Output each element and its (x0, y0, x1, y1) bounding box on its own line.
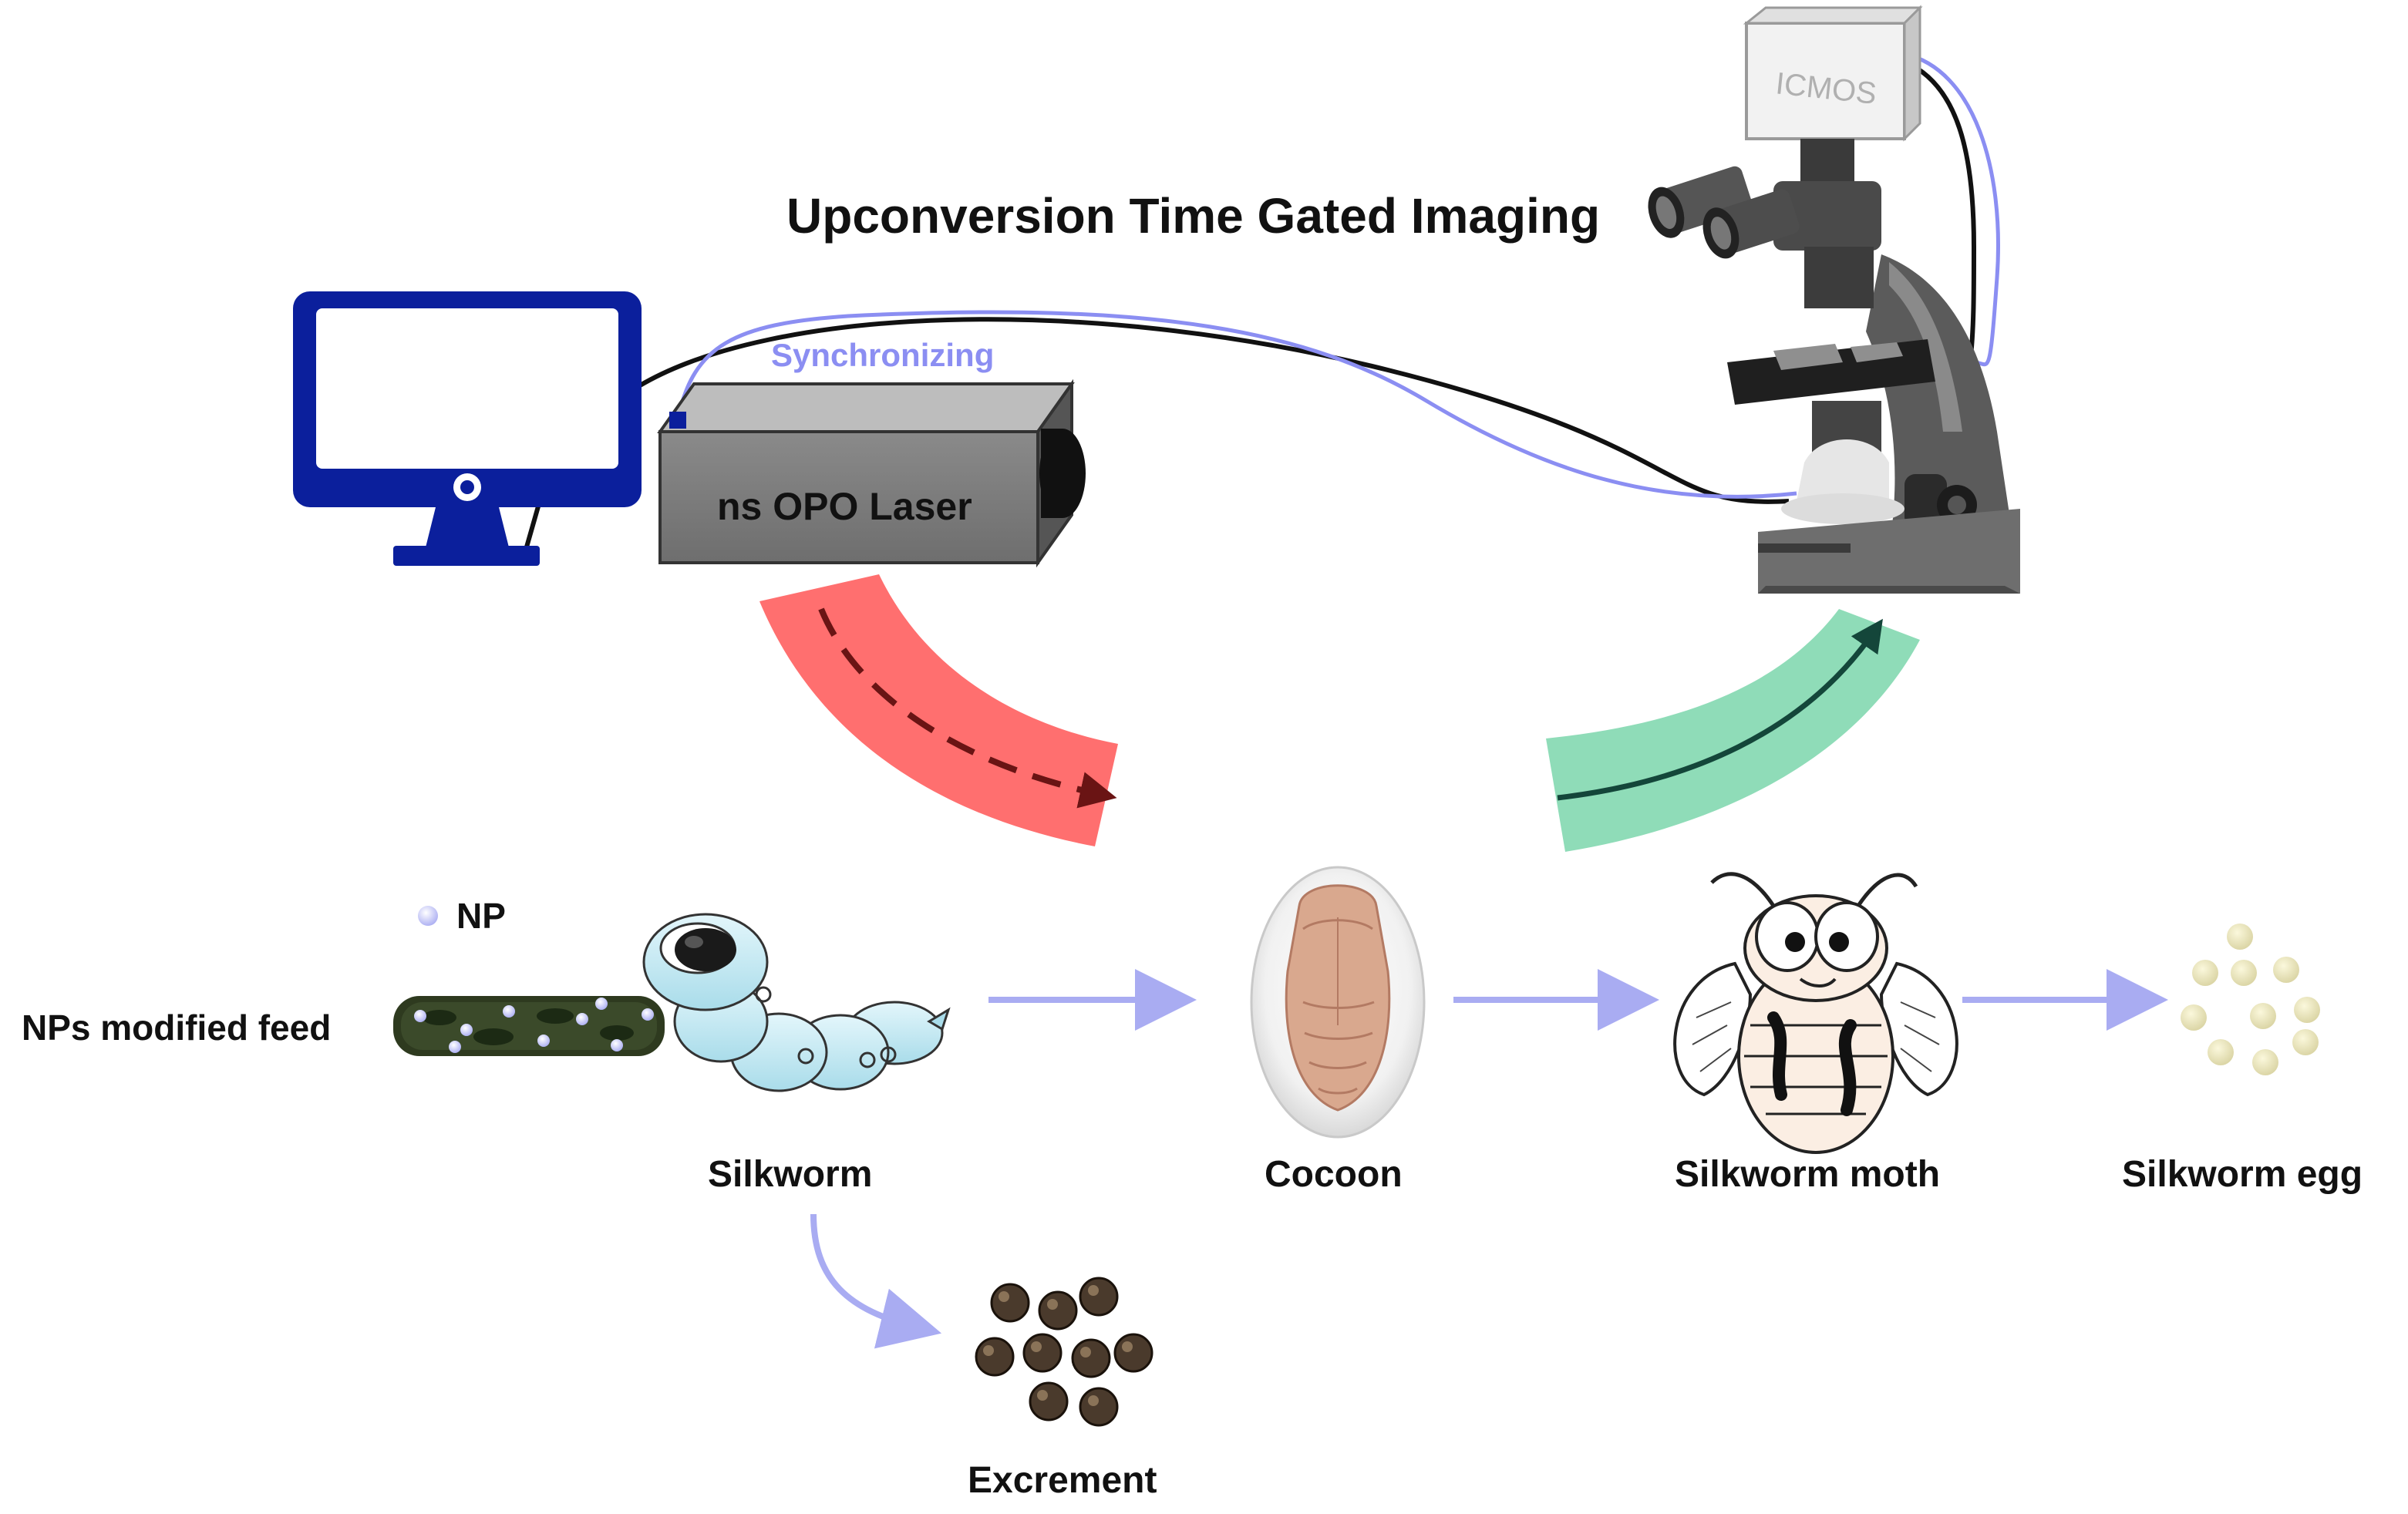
sync-cable (676, 52, 2000, 499)
feed-label: NPs modified feed (22, 1008, 332, 1048)
arrow-silkworm-to-excrement (810, 1213, 942, 1349)
np-label: NP (456, 896, 506, 936)
stage-label-moth: Silkworm moth (1675, 1154, 1941, 1195)
stage-label-excrement: Excrement (968, 1460, 1157, 1501)
emission-band (1546, 609, 1920, 852)
stage-label-silkworm: Silkworm (708, 1154, 873, 1195)
sync-label: Synchronizing (771, 337, 995, 373)
stage-label-egg: Silkworm egg (2122, 1154, 2363, 1195)
cocoon-icon (1250, 866, 1426, 1139)
laser-label: ns OPO Laser (717, 485, 972, 528)
silkworm-eggs-icon (2181, 924, 2320, 1075)
microscope-icon: ICMOS (1648, 5, 2020, 594)
excitation-band (759, 574, 1118, 846)
stage-label-cocoon: Cocoon (1265, 1154, 1403, 1195)
silkworm-icon (642, 913, 951, 1092)
flow-arrows (810, 969, 2168, 1349)
diagram-title: Upconversion Time Gated Imaging (786, 188, 1601, 244)
computer-monitor-icon (293, 291, 642, 566)
np-dot-icon (418, 906, 438, 926)
laser-box-icon (657, 378, 1086, 568)
silkworm-moth-icon (1673, 872, 1958, 1154)
excrement-icon (975, 1277, 1153, 1427)
modified-feed-icon (393, 996, 665, 1056)
